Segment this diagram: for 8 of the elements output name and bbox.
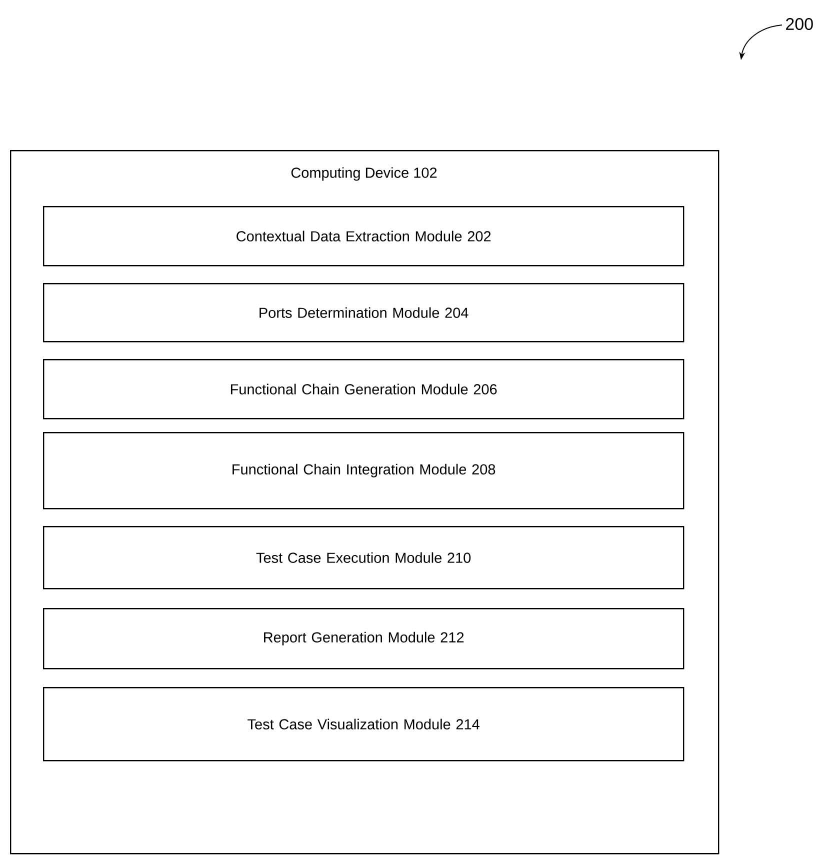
module-box: Test Case Visualization Module 214 xyxy=(43,687,684,762)
module-box: Ports Determination Module 204 xyxy=(43,283,684,342)
module-box: Functional Chain Integration Module 208 xyxy=(43,432,684,510)
module-box: Report Generation Module 212 xyxy=(43,608,684,670)
module-box: Contextual Data Extraction Module 202 xyxy=(43,206,684,266)
reference-number: 200 xyxy=(786,18,813,30)
module-box: Functional Chain Generation Module 206 xyxy=(43,359,684,420)
module-box: Test Case Execution Module 210 xyxy=(43,526,684,590)
